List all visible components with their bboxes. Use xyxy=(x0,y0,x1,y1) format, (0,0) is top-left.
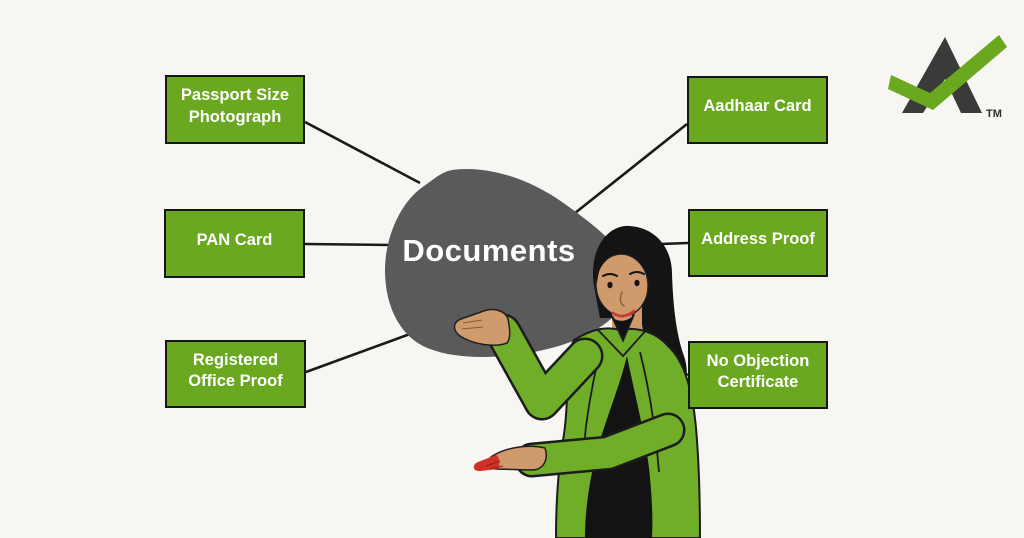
a-checkmark-logo-icon xyxy=(888,35,1007,113)
document-box-label: Aadhaar Card xyxy=(703,97,812,116)
red-nails xyxy=(473,455,500,472)
connector-line-aadhaar xyxy=(569,122,688,219)
left-eye xyxy=(607,281,613,289)
lower-arm xyxy=(473,412,686,478)
documents-blob-shape xyxy=(385,168,632,357)
document-box-aadhaar-card: Aadhaar Card xyxy=(687,76,828,144)
document-box-label: Registered Office Proof xyxy=(188,350,283,390)
document-box-registered-office-proof: Registered Office Proof xyxy=(165,340,306,408)
trademark-symbol: TM xyxy=(986,108,1002,120)
right-eyebrow xyxy=(629,271,645,275)
central-topic-label: Documents xyxy=(402,233,576,268)
raised-arm xyxy=(453,308,604,421)
presenter-woman-illustration xyxy=(453,225,702,538)
document-box-label: Address Proof xyxy=(701,230,815,249)
document-box-label: No Objection Certificate xyxy=(706,351,810,391)
document-box-pan-card: PAN Card xyxy=(164,209,305,278)
right-eye xyxy=(634,279,640,287)
left-eyebrow xyxy=(602,273,618,277)
nose xyxy=(619,291,625,307)
hair-front xyxy=(596,232,669,284)
lips xyxy=(611,309,636,318)
face-features xyxy=(602,271,645,318)
connector-line-pan xyxy=(304,242,393,247)
document-box-label: Passport Size Photograph xyxy=(180,86,290,126)
shirt-v xyxy=(613,316,633,338)
brand-logo: TM xyxy=(888,35,1007,120)
logo-checkmark xyxy=(888,35,1007,110)
document-box-label: PAN Card xyxy=(196,230,273,249)
document-box-passport-size-photograph: Passport Size Photograph xyxy=(165,75,305,144)
connector-line-passport xyxy=(304,120,421,185)
connector-line-registered-office xyxy=(305,332,411,374)
document-box-address-proof: Address Proof xyxy=(688,209,828,277)
document-box-no-objection-certificate: No Objection Certificate xyxy=(688,341,828,409)
